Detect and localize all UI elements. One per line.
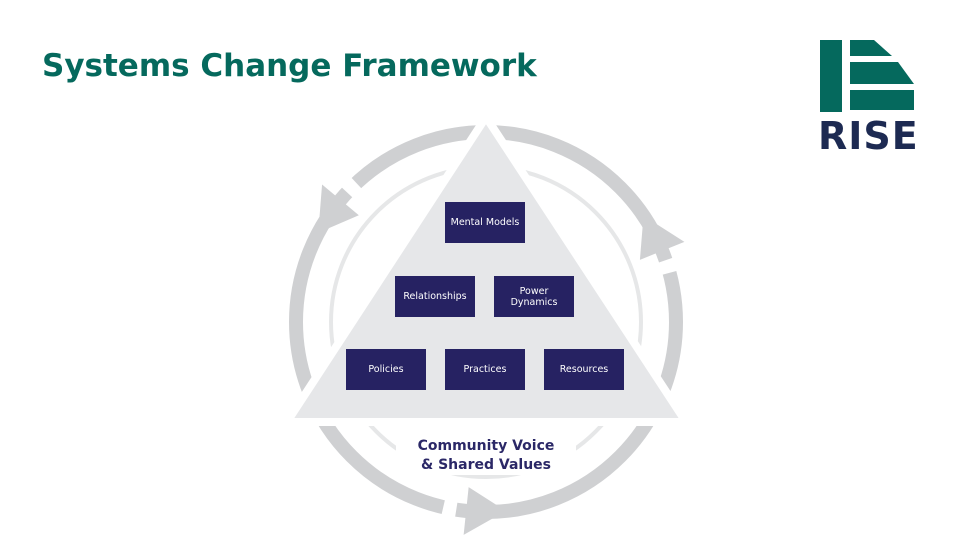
- box-resources: Resources: [544, 349, 624, 390]
- logo-text: RISE: [818, 114, 919, 158]
- systems-triangle: [279, 109, 694, 426]
- box-relationships: Relationships: [395, 276, 475, 317]
- arrowhead-bottom-gap: [441, 498, 458, 519]
- arrowhead-bottom-icon: [463, 487, 506, 535]
- caption-line-1: Community Voice: [417, 438, 555, 454]
- box-policies: Policies: [346, 349, 426, 390]
- arrowhead-left-gap: [340, 176, 363, 199]
- arrowhead-right-gap: [657, 257, 679, 276]
- slide-title: Systems Change Framework: [42, 48, 537, 84]
- arrowhead-left-icon: [318, 184, 359, 233]
- box-mental-models: Mental Models: [445, 202, 525, 243]
- arrowhead-right-icon: [639, 215, 685, 260]
- diagram-caption: Community Voice & Shared Values: [396, 437, 576, 475]
- box-practices: Practices: [445, 349, 525, 390]
- box-power-dynamics: Power Dynamics: [494, 276, 574, 317]
- rise-logo-mark: [820, 40, 914, 112]
- rise-logo: RISE: [818, 38, 918, 158]
- caption-line-2: & Shared Values: [421, 457, 551, 473]
